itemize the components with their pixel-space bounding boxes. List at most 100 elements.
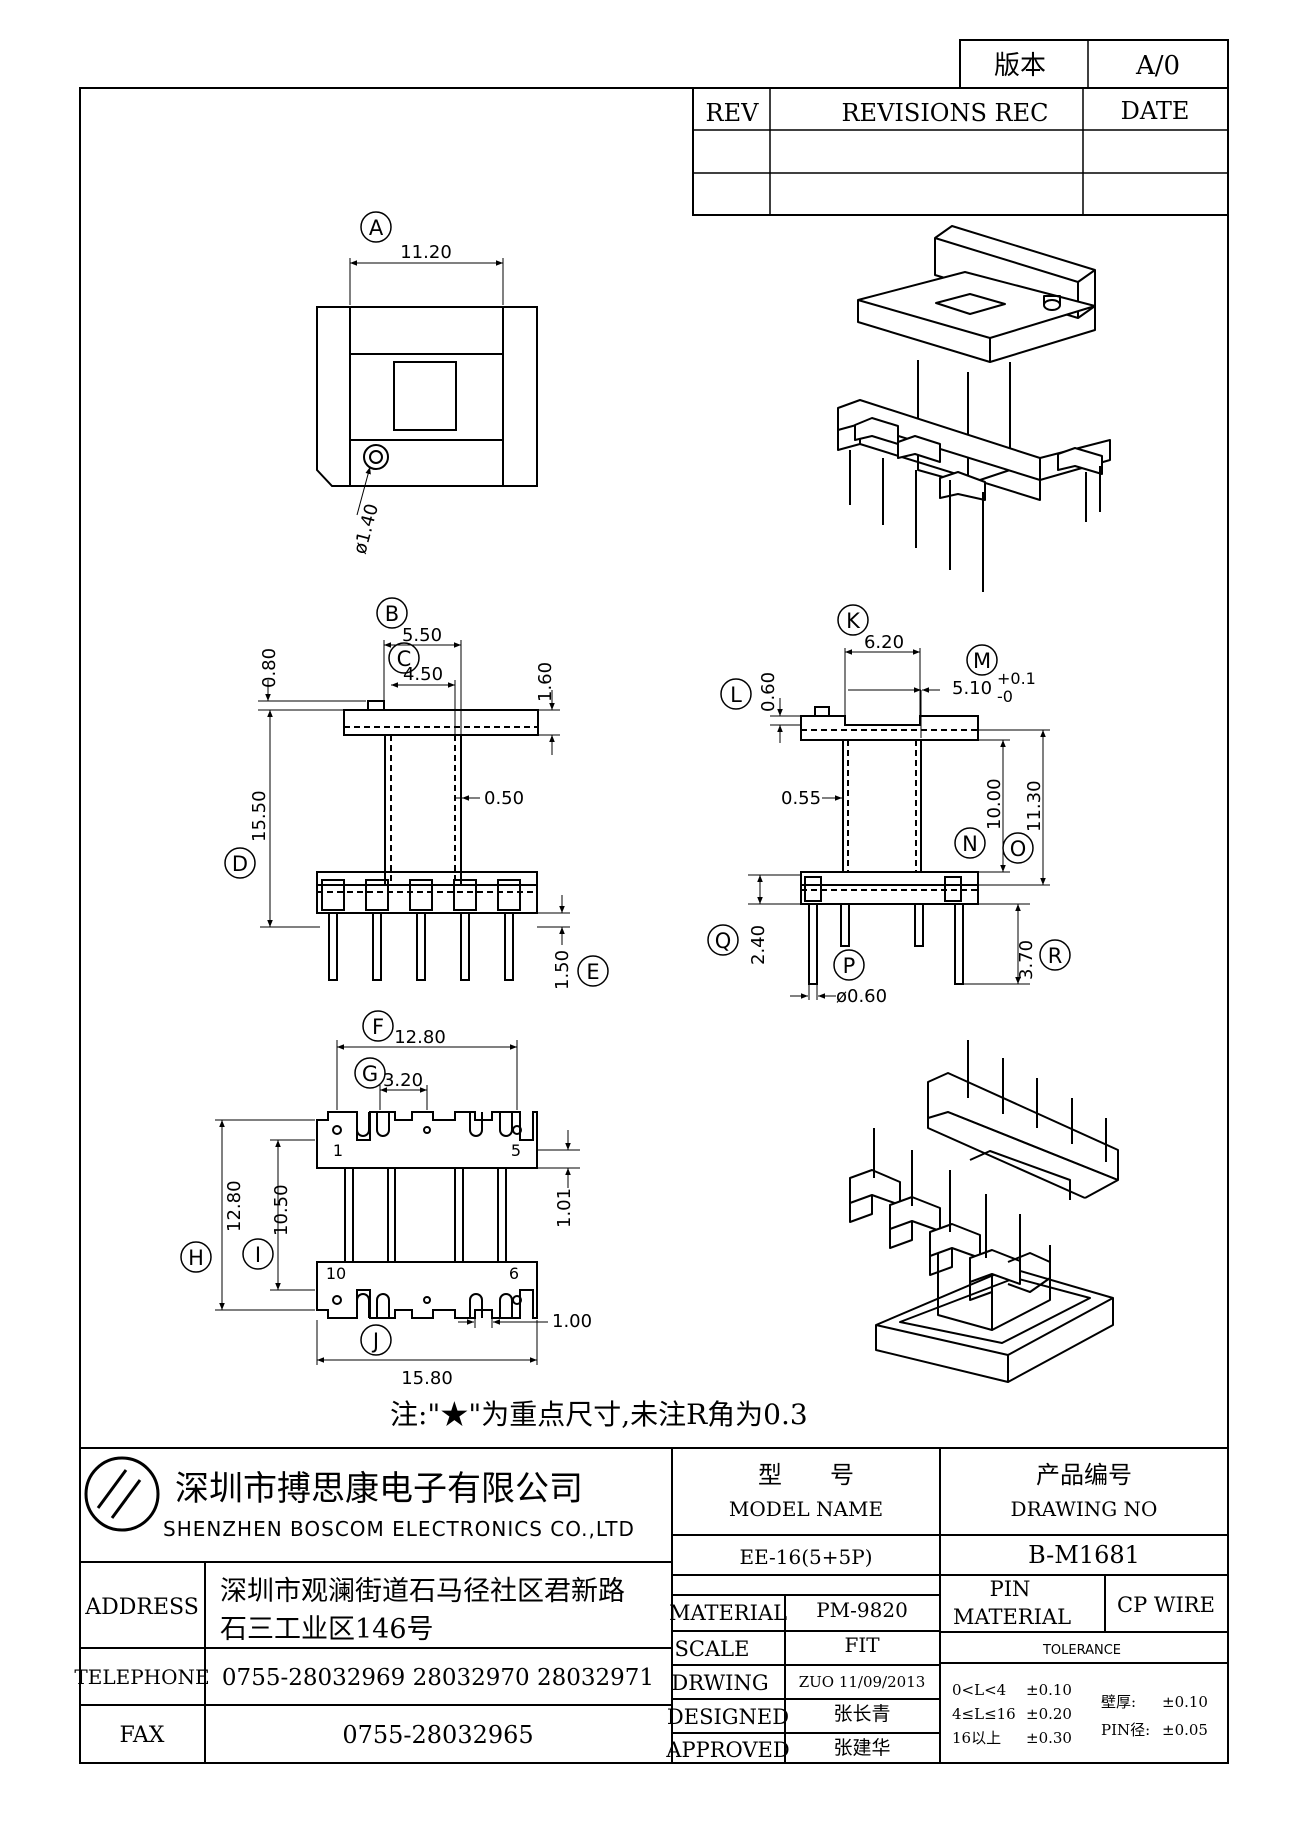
drwing-label: DRWING <box>671 1671 768 1695</box>
drawing-no-cn: 产品编号 <box>1036 1461 1132 1489</box>
revisions-rec-header: REVISIONS REC <box>841 99 1048 127</box>
dim-slot-101: 1.01 <box>537 1130 580 1228</box>
revisions-table: REV REVISIONS REC DATE <box>692 87 1229 216</box>
tol-row-2-range: 4≤L≤16 <box>952 1705 1016 1723</box>
dim-C-letter: C <box>397 647 412 671</box>
dim-R-letter: R <box>1048 944 1063 968</box>
approved-label: APPROVED <box>665 1738 789 1762</box>
dim-I: 10.50 I <box>242 1139 315 1291</box>
address-label: ADDRESS <box>84 1595 199 1620</box>
dim-P: ø0.60 P <box>790 949 887 1007</box>
dim-M-value: 5.10 <box>952 678 992 699</box>
dim-I-value: 10.50 <box>271 1184 292 1236</box>
dim-wall-055: 0.55 <box>781 788 842 809</box>
dim-K-value: 6.20 <box>864 632 904 653</box>
tolerance-label: TOLERANCE <box>1042 1643 1121 1658</box>
tol-row-1-value: ±0.10 <box>1026 1681 1072 1699</box>
version-value: A/0 <box>1135 51 1180 81</box>
dim-top-160-value: 1.60 <box>535 662 556 702</box>
pin-material-label-1: PIN <box>990 1577 1031 1601</box>
dim-H-value: 12.80 <box>224 1180 245 1232</box>
dim-J-letter: J <box>371 1329 379 1353</box>
material-value: PM-9820 <box>816 1598 908 1622</box>
fax-value: 0755-28032965 <box>342 1721 533 1749</box>
drwing-value: ZUO 11/09/2013 <box>799 1673 926 1691</box>
dim-M-letter: M <box>973 649 991 673</box>
dim-K: 6.20 K <box>837 604 921 724</box>
dim-F-letter: F <box>372 1015 384 1039</box>
dim-H-letter: H <box>188 1246 204 1270</box>
dim-hole-value: ø1.40 <box>350 502 384 557</box>
dim-Q-value: 2.40 <box>748 925 769 965</box>
side-view-left <box>316 700 539 981</box>
dim-A: 11.20 A <box>349 211 504 305</box>
dim-hole: ø1.40 <box>350 466 384 557</box>
dim-E-letter: E <box>586 960 599 984</box>
version-box: 版本 A/0 <box>959 39 1229 89</box>
version-label: 版本 <box>994 51 1046 81</box>
company-logo <box>84 1456 160 1532</box>
pin-label-5: 5 <box>511 1141 521 1160</box>
pin-label-10: 10 <box>326 1264 346 1283</box>
dim-M-tol-minus: -0 <box>997 687 1013 706</box>
wall-thickness-value: ±0.10 <box>1162 1693 1208 1711</box>
scale-label: SCALE <box>675 1637 750 1661</box>
dim-K-letter: K <box>846 609 861 633</box>
wall-thickness-label: 壁厚: <box>1101 1693 1136 1711</box>
tol-row-2-value: ±0.20 <box>1026 1705 1072 1723</box>
fax-label: FAX <box>120 1723 165 1748</box>
dim-G-letter: G <box>362 1062 378 1086</box>
date-header: DATE <box>1121 97 1190 125</box>
material-label: MATERIAL <box>669 1601 787 1625</box>
company-name-cn: 深圳市搏思康电子有限公司 <box>175 1469 583 1509</box>
rev-header: REV <box>706 99 760 127</box>
drawing-note: 注:"★"为重点尺寸,未注R角为0.3 <box>390 1398 808 1431</box>
dim-B-letter: B <box>385 602 399 626</box>
address-line-1: 深圳市观澜街道石马径社区君新路 <box>220 1576 625 1607</box>
dim-L-letter: L <box>730 683 742 707</box>
dim-N-value: 10.00 <box>984 778 1005 830</box>
tol-row-1-range: 0<L<4 <box>952 1681 1006 1699</box>
dim-F: 12.80 F <box>336 1010 518 1110</box>
drawing-border <box>79 87 1229 1764</box>
dim-F-value: 12.80 <box>394 1027 446 1048</box>
dim-H: 12.80 H <box>180 1119 315 1311</box>
tol-row-3-range: 16以上 <box>952 1729 1001 1747</box>
title-block <box>80 1447 1228 1763</box>
dim-B: 5.50 B <box>376 597 462 735</box>
dim-top-080-value: 0.80 <box>259 648 280 688</box>
telephone-label: TELEPHONE <box>74 1665 209 1689</box>
dim-wall-055-value: 0.55 <box>781 788 821 809</box>
dim-wall-050-value: 0.50 <box>484 788 524 809</box>
designed-label: DESIGNED <box>667 1705 789 1729</box>
dim-I-letter: I <box>255 1243 261 1267</box>
dim-Q-letter: Q <box>715 929 732 953</box>
dim-A-letter: A <box>369 216 384 240</box>
dim-A-value: 11.20 <box>400 242 452 263</box>
pin-material-label-2: MATERIAL <box>953 1605 1071 1629</box>
pin-material-value: CP WIRE <box>1117 1593 1215 1617</box>
dim-P-value: ø0.60 <box>836 986 887 1007</box>
dim-L-value: 0.60 <box>758 672 779 712</box>
dim-P-letter: P <box>843 954 856 978</box>
telephone-value: 0755-28032969 28032970 28032971 <box>222 1665 654 1691</box>
dim-D-letter: D <box>232 852 248 876</box>
pin-label-1: 1 <box>333 1141 343 1160</box>
bottom-view <box>316 1111 538 1319</box>
dim-E-value: 1.50 <box>552 950 573 990</box>
dim-wall-050: 0.50 <box>455 788 524 809</box>
tol-row-3-value: ±0.30 <box>1026 1729 1072 1747</box>
scale-value: FIT <box>844 1633 880 1657</box>
dim-slot-101-value: 1.01 <box>554 1188 575 1228</box>
dim-L: 0.60 L <box>720 672 800 743</box>
dim-O-value: 11.30 <box>1024 780 1045 832</box>
dim-N: 10.00 N <box>954 739 1010 873</box>
isometric-view-top <box>837 225 1111 592</box>
dim-M: 5.10 +0.1 -0 M <box>848 644 1036 738</box>
isometric-view-bottom <box>849 1040 1119 1383</box>
model-name-cn: 型 号 <box>758 1461 854 1489</box>
dim-B-value: 5.50 <box>402 625 442 646</box>
dim-D-value: 15.50 <box>249 790 270 842</box>
dim-slot-100: 1.00 <box>458 1311 592 1332</box>
